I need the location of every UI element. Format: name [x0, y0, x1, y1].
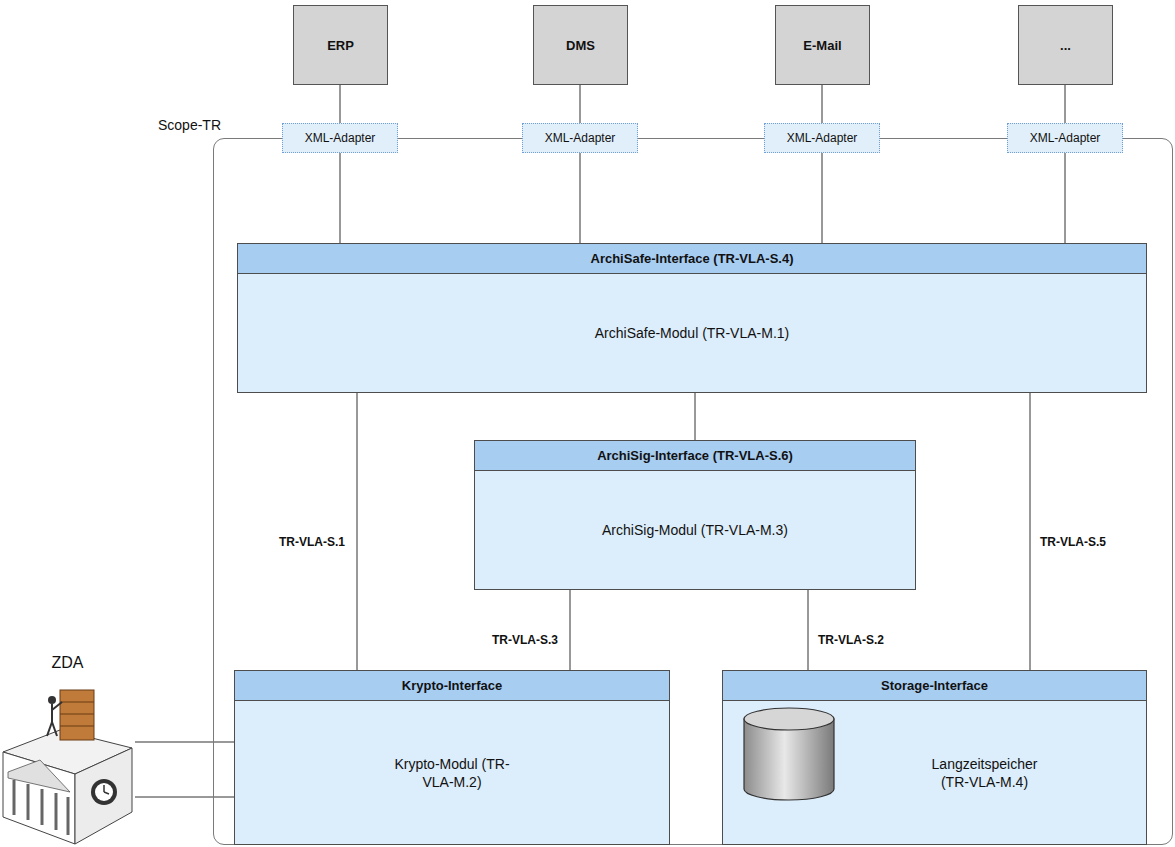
connector-line: [1065, 85, 1066, 123]
xml-adapter-box: XML-Adapter: [282, 123, 398, 153]
cylinder-top: [744, 708, 834, 730]
adapter-label: XML-Adapter: [523, 124, 637, 152]
connector-line: [135, 797, 234, 798]
connector-line: [135, 742, 234, 743]
connector-line: [822, 153, 823, 243]
application-box: ...: [1018, 5, 1113, 85]
module-box: ArchiSig-Interface (TR-VLA-S.6)ArchiSig-…: [474, 440, 916, 590]
interface-label: TR-VLA-S.3: [490, 633, 560, 647]
module-name: ArchiSig-Modul (TR-VLA-M.3): [475, 471, 915, 589]
connector-line: [1065, 153, 1066, 243]
interface-label: TR-VLA-S.1: [277, 535, 347, 549]
xml-adapter-box: XML-Adapter: [522, 123, 638, 153]
storage-cylinder: [739, 703, 849, 813]
adapter-label: XML-Adapter: [283, 124, 397, 152]
interface-label: TR-VLA-S.2: [816, 633, 886, 647]
module-box: ArchiSafe-Interface (TR-VLA-S.4)ArchiSaf…: [237, 243, 1147, 393]
application-box: ERP: [293, 5, 388, 85]
connector-line: [570, 590, 571, 670]
connector-line: [808, 590, 809, 670]
connector-line: [340, 85, 341, 123]
connector-line: [340, 153, 341, 243]
system-label: DMS: [534, 6, 627, 84]
adapter-label: XML-Adapter: [765, 124, 879, 152]
interface-title: Krypto-Interface: [235, 671, 669, 701]
connector-line: [357, 393, 358, 670]
xml-adapter-box: XML-Adapter: [1007, 123, 1123, 153]
connector-line: [695, 393, 696, 440]
module-box: Storage-InterfaceLangzeitspeicher (TR-VL…: [722, 670, 1147, 845]
connector-line: [580, 153, 581, 243]
xml-adapter-box: XML-Adapter: [764, 123, 880, 153]
system-label: E-Mail: [776, 6, 869, 84]
application-box: E-Mail: [775, 5, 870, 85]
system-label: ERP: [294, 6, 387, 84]
system-label: ...: [1019, 6, 1112, 84]
interface-label: TR-VLA-S.5: [1038, 535, 1108, 549]
cylinder-body: [744, 719, 834, 800]
connector-line: [822, 85, 823, 123]
zda-label: ZDA: [0, 654, 135, 672]
module-name: ArchiSafe-Modul (TR-VLA-M.1): [238, 274, 1146, 392]
module-box: Krypto-InterfaceKrypto-Modul (TR-VLA-M.2…: [234, 670, 670, 845]
interface-title: ArchiSafe-Interface (TR-VLA-S.4): [238, 244, 1146, 274]
scope-label: Scope-TR: [158, 117, 221, 133]
zda-building: [3, 690, 132, 844]
scope-region: Scope-TRArchiSafe-Interface (TR-VLA-S.4)…: [213, 138, 1173, 845]
adapter-label: XML-Adapter: [1008, 124, 1122, 152]
interface-title: Storage-Interface: [723, 671, 1146, 701]
connector-line: [580, 85, 581, 123]
module-name: Krypto-Modul (TR-VLA-M.2): [235, 701, 669, 844]
zda-node: ZDA: [0, 652, 135, 847]
connector-line: [1030, 393, 1031, 670]
interface-title: ArchiSig-Interface (TR-VLA-S.6): [475, 441, 915, 471]
application-box: DMS: [533, 5, 628, 85]
module-name: Langzeitspeicher (TR-VLA-M.4): [723, 701, 1146, 844]
